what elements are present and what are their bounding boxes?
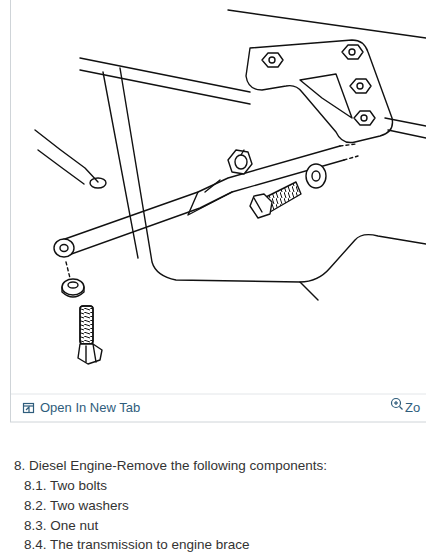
- list-item: 8.4. The transmission to engine brace: [24, 537, 250, 553]
- toolbar-link: Open In New Tab: [40, 400, 140, 416]
- toolbar-zoom: Zo: [405, 400, 420, 416]
- line-drawing: [35, 10, 426, 364]
- list-item: 8.3. One nut: [24, 518, 98, 534]
- toolbar-divider: [11, 394, 426, 395]
- list-item: 8.1. Two bolts: [24, 478, 107, 494]
- list-item: 8.2. Two washers: [24, 498, 129, 514]
- image-frame: [11, 0, 426, 422]
- step-heading: 8. Diesel Engine-Remove the following co…: [14, 458, 327, 474]
